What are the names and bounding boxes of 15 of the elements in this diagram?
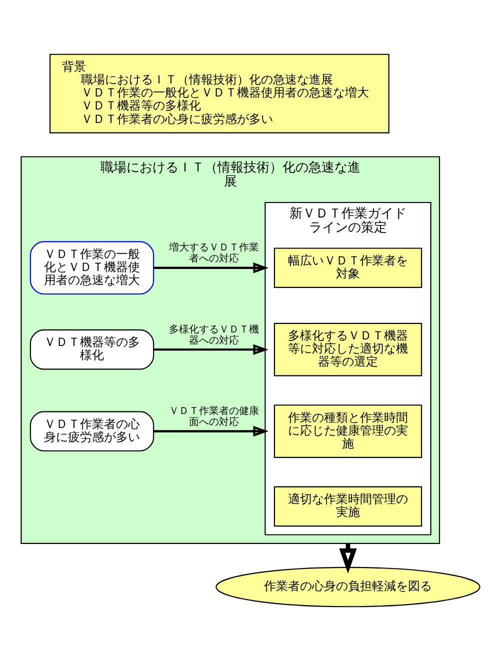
node-box: ＶＤＴ作業者の心身に疲労感が多い	[30, 410, 154, 451]
node-box: ＶＤＴ機器等の多様化	[30, 328, 154, 370]
node-box: 適切な作業時間管理の実施	[274, 486, 422, 526]
node-box: 作業の種類と作業時間に応じた健康管理の実施	[274, 404, 422, 458]
arrow	[154, 262, 268, 273]
node-box: ＶＤＴ作業の一般化とＶＤＴ機器使用者の急速な増大	[30, 240, 154, 294]
arrow	[154, 425, 268, 436]
arrow	[154, 344, 268, 354]
edge-label: 増大するＶＤＴ作業者への対応	[169, 242, 259, 264]
edge-label: ＶＤＴ作業者の健康面への対応	[169, 406, 259, 428]
node-box: 幅広いＶＤＴ作業者を対象	[274, 247, 422, 288]
node-box: 多様化するＶＤＴ機器等に対応した適切な機器等の選定	[274, 322, 422, 376]
node-ellipse: 作業者の心身の負担軽減を図る	[216, 566, 480, 607]
edge-label: 多様化するＶＤＴ機器への対応	[169, 324, 259, 346]
node-box: 背景 職場におけるＩＴ（情報技術）化の急速な進展 ＶＤＴ作業の一般化とＶＤＴ機器使用者の急速な増大 ＶＤＴ機器等の多様化 ＶＤＴ作業者の心身に疲労感が多い	[50, 53, 390, 133]
